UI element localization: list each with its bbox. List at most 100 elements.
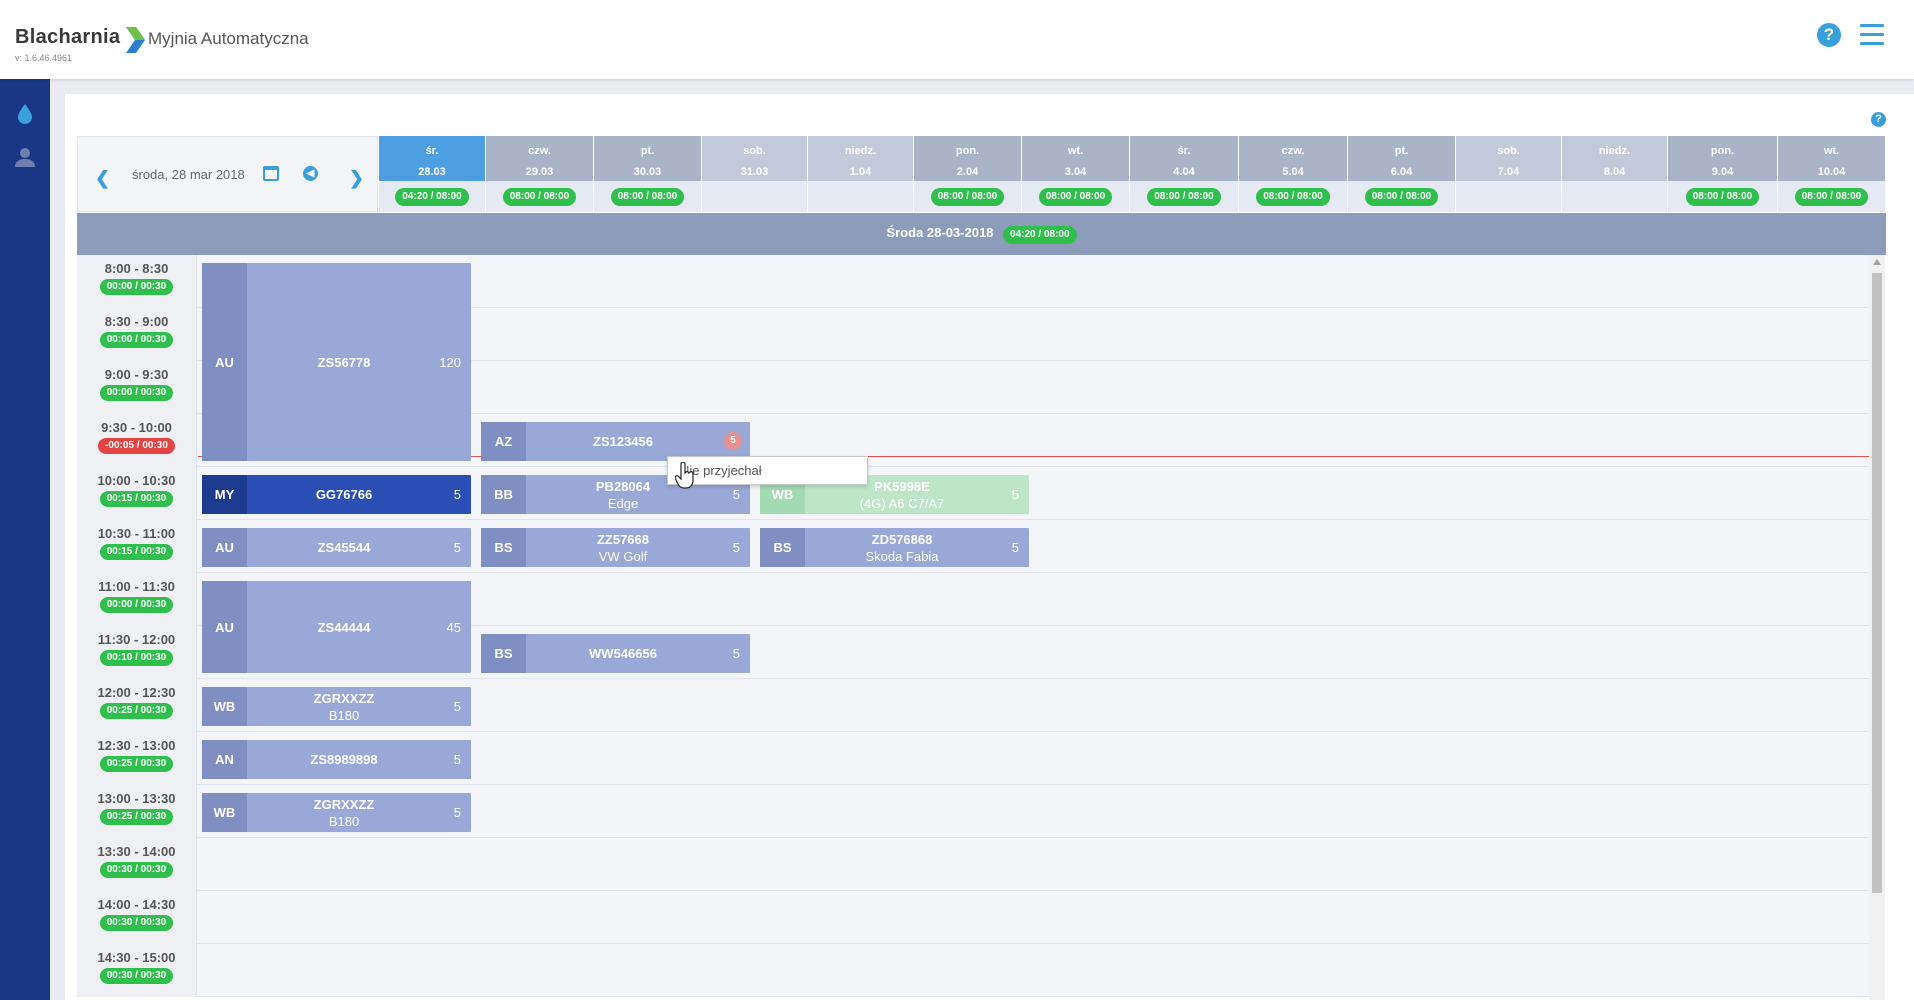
day-column[interactable]: sob.31.03 xyxy=(702,136,808,212)
chevron-left-icon[interactable]: ❮ xyxy=(95,168,111,188)
license-plate: WW546656 xyxy=(589,646,657,661)
duration: 5 xyxy=(732,646,740,661)
day-header[interactable]: niedz.8.04 xyxy=(1562,136,1667,181)
day-date: 6.04 xyxy=(1390,166,1413,178)
day-header[interactable]: sob.7.04 xyxy=(1456,136,1561,181)
service-code: AZ xyxy=(481,422,526,461)
day-name: pon. xyxy=(955,145,980,157)
day-header[interactable]: śr.28.03 xyxy=(379,136,485,181)
time-slot-label: 12:30 - 13:00 xyxy=(97,738,176,753)
calendar-icon[interactable] xyxy=(263,166,279,181)
day-name: niedz. xyxy=(844,145,877,157)
day-date: 30.03 xyxy=(633,166,662,178)
scrollbar-thumb[interactable] xyxy=(1872,273,1882,893)
question-icon[interactable]: ? xyxy=(1817,23,1841,47)
day-header[interactable]: pon.2.04 xyxy=(914,136,1021,181)
app-version: v: 1.6.46.4961 xyxy=(15,53,73,63)
time-slot-row[interactable]: 13:00 - 13:30 00:25 / 00:30 xyxy=(77,785,1869,838)
day-header[interactable]: wt.10.04 xyxy=(1778,136,1885,181)
brand-name[interactable]: Blacharnia xyxy=(15,26,121,48)
duration: 5 xyxy=(453,540,461,555)
day-column[interactable]: sob.7.04 xyxy=(1456,136,1562,212)
day-header[interactable]: czw.5.04 xyxy=(1239,136,1347,181)
time-slot-label: 10:30 - 11:00 xyxy=(97,526,176,541)
day-name: śr. xyxy=(1177,145,1191,157)
users-icon[interactable] xyxy=(13,145,37,169)
day-load-badge: 08:00 / 08:00 xyxy=(1685,188,1760,206)
day-column[interactable]: niedz.8.04 xyxy=(1562,136,1668,212)
day-date: 9.04 xyxy=(1711,166,1734,178)
day-header[interactable]: wt.3.04 xyxy=(1022,136,1129,181)
booking-details: WW546656 xyxy=(526,634,720,673)
time-slot-load: 00:10 / 00:30 xyxy=(99,650,174,666)
sidebar xyxy=(0,79,50,1000)
service-code: BS xyxy=(760,528,805,567)
day-header[interactable]: pt.6.04 xyxy=(1348,136,1455,181)
day-header[interactable]: pt.30.03 xyxy=(594,136,701,181)
day-load-cell xyxy=(1562,181,1667,212)
day-date: 7.04 xyxy=(1497,166,1520,178)
day-header[interactable]: pon.9.04 xyxy=(1668,136,1777,181)
question-icon[interactable]: ? xyxy=(1871,112,1886,127)
day-column[interactable]: pt.6.04 08:00 / 08:00 xyxy=(1348,136,1456,212)
time-slot-load: 00:30 / 00:30 xyxy=(99,915,174,931)
license-plate: GG76766 xyxy=(315,487,373,502)
day-column[interactable]: niedz.1.04 xyxy=(808,136,914,212)
time-slot-load: 00:25 / 00:30 xyxy=(99,703,174,719)
service-code: BS xyxy=(481,528,526,567)
vertical-scrollbar[interactable] xyxy=(1869,255,1885,1000)
duration: 5 xyxy=(1011,487,1019,502)
service-code: BB xyxy=(481,475,526,514)
day-column[interactable]: wt.10.04 08:00 / 08:00 xyxy=(1778,136,1886,212)
time-slot-label: 13:00 - 13:30 xyxy=(97,791,176,806)
day-column[interactable]: pon.9.04 08:00 / 08:00 xyxy=(1668,136,1778,212)
license-plate: PK5998E xyxy=(874,478,930,494)
hamburger-icon[interactable] xyxy=(1860,24,1884,46)
day-header[interactable]: śr. 4.04 xyxy=(1130,136,1238,181)
chevron-right-icon[interactable]: ❯ xyxy=(349,168,365,188)
day-header[interactable]: sob.31.03 xyxy=(702,136,807,181)
day-date: 4.04 xyxy=(1173,166,1195,178)
day-header[interactable]: niedz.1.04 xyxy=(808,136,913,181)
water-drop-icon[interactable] xyxy=(13,102,37,126)
day-load-badge: 08:00 / 08:00 xyxy=(1794,188,1869,206)
circle-arrow-left-icon[interactable]: ◀ xyxy=(303,166,318,181)
time-slot-load: 00:25 / 00:30 xyxy=(99,809,174,825)
day-load-badge: 08:00 / 08:00 xyxy=(1364,188,1439,206)
license-plate: ZGRXXZZ xyxy=(313,690,375,706)
scroll-up-arrow-icon[interactable] xyxy=(1873,259,1881,265)
car-model: Edge xyxy=(607,495,639,511)
booking-details: GG76766 xyxy=(247,475,441,514)
day-name: wt. xyxy=(1067,145,1084,157)
booking-details: ZS8989898 xyxy=(247,740,441,779)
booking-details: ZS123456 xyxy=(526,422,720,461)
day-header[interactable]: czw.29.03 xyxy=(486,136,593,181)
